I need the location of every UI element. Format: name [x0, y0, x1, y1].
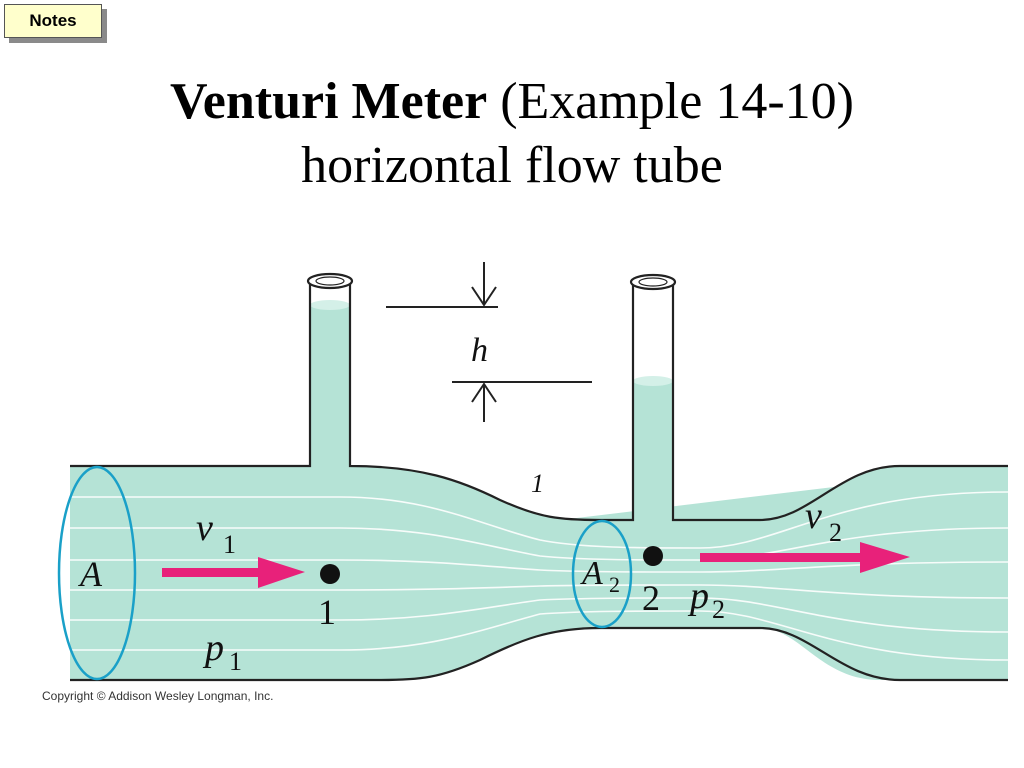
- label-p1: p: [202, 627, 224, 669]
- streamlines: [70, 491, 1009, 661]
- label-v1: v: [196, 507, 213, 549]
- point-1-dot: [320, 564, 340, 584]
- left-column-surface: [310, 300, 350, 310]
- label-A: A: [78, 554, 103, 594]
- title-rest: (Example 14-10): [487, 73, 854, 130]
- label-v2: v: [805, 495, 822, 537]
- label-v1-sub: 1: [223, 530, 236, 559]
- velocity-arrow-1: [162, 557, 305, 588]
- label-v2-sub: 2: [829, 518, 842, 547]
- title-bold: Venturi Meter: [170, 73, 488, 130]
- label-p2-sub: 2: [712, 595, 725, 624]
- title-line-2: horizontal flow tube: [301, 137, 723, 194]
- notes-button[interactable]: Notes: [4, 4, 102, 38]
- left-column-fluid: [310, 305, 350, 470]
- label-A2: A: [580, 555, 603, 592]
- label-A2-sub: 2: [609, 572, 620, 597]
- left-tube-rim: [306, 272, 354, 290]
- right-column-surface: [633, 376, 673, 386]
- left-tube-rim-inner: [315, 276, 345, 286]
- velocity-arrow-2: [700, 542, 910, 573]
- label-p1-sub: 1: [229, 647, 242, 676]
- right-column-fluid: [633, 380, 673, 525]
- title-line-1: Venturi Meter (Example 14-10): [0, 70, 1024, 134]
- label-1-small: 1: [531, 469, 544, 498]
- cross-section-A2-ring: [571, 519, 633, 629]
- right-tube-rim: [629, 273, 677, 291]
- page-title: Venturi Meter (Example 14-10) horizontal…: [0, 70, 1024, 198]
- point-2-label: 2: [642, 578, 660, 618]
- venturi-diagram: h 1 A A 2 v 1 v 2 p 1 p 2 1 2: [57, 262, 1009, 682]
- tube-outline: [70, 282, 1008, 682]
- point-2-dot: [643, 546, 663, 566]
- point-1-label: 1: [318, 592, 336, 632]
- cross-section-A-ring: [57, 465, 137, 681]
- copyright-notice: Copyright © Addison Wesley Longman, Inc.: [42, 689, 274, 703]
- right-tube-rim-inner: [638, 277, 668, 287]
- label-p2: p: [687, 575, 709, 617]
- label-h: h: [471, 332, 488, 369]
- height-marker: [386, 262, 592, 422]
